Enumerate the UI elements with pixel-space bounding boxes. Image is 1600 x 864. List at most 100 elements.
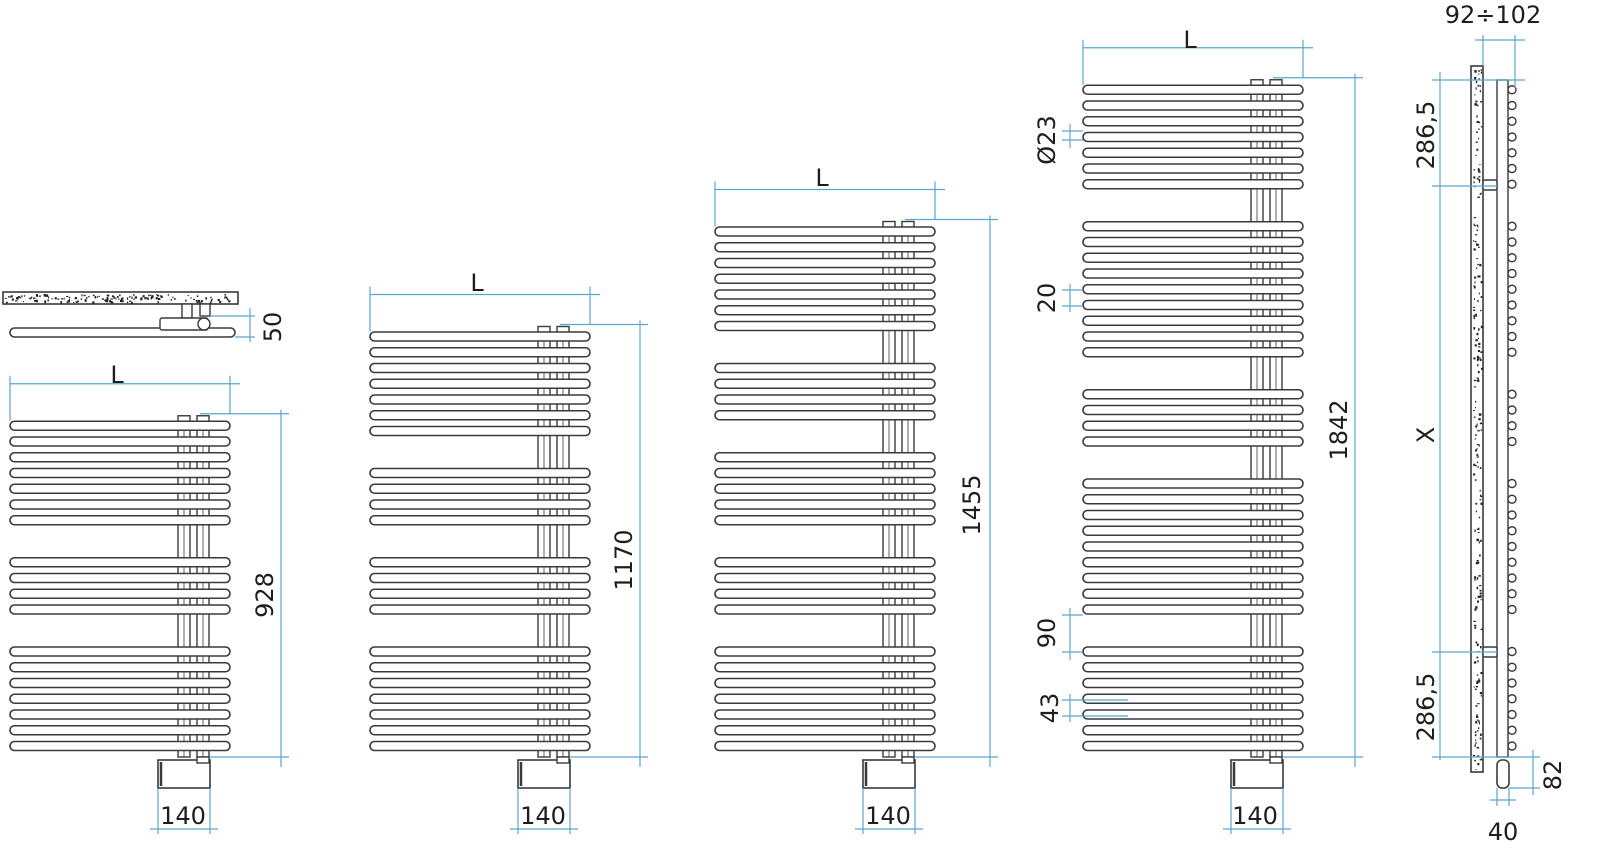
speckle [1480, 429, 1482, 431]
towel-bar [714, 289, 936, 300]
towel-bar [369, 588, 591, 600]
speckle [1477, 196, 1480, 199]
speckle [60, 301, 62, 304]
speckle [21, 295, 23, 298]
speckle [45, 294, 49, 297]
speckle [1473, 463, 1476, 466]
towel-bar [714, 273, 936, 285]
speckle [1475, 606, 1478, 609]
towel-bar [9, 709, 231, 720]
speckle [1475, 154, 1477, 157]
speckle [1474, 731, 1477, 733]
towel-bar [369, 740, 591, 752]
speckle [33, 300, 37, 302]
heater-side [1496, 759, 1510, 789]
bar-sections [1507, 85, 1517, 751]
speckle [48, 296, 50, 299]
speckle [1480, 69, 1483, 71]
bar-section [1507, 478, 1517, 489]
speckle [1478, 73, 1480, 75]
speckle [1474, 759, 1477, 762]
bar-section [1507, 741, 1517, 751]
speckle [1474, 626, 1477, 629]
speckle [151, 295, 154, 298]
heating-element [157, 759, 211, 789]
speckle [1478, 722, 1480, 725]
towel-bar [1082, 220, 1304, 232]
speckle [1478, 541, 1480, 544]
towel-bar [1082, 572, 1304, 584]
speckle [1479, 759, 1482, 761]
towel-bar [369, 499, 591, 510]
speckle [39, 295, 41, 298]
speckle [23, 295, 26, 297]
towel-bar [1082, 541, 1304, 552]
speckle [141, 297, 143, 300]
dimensions [9, 375, 289, 834]
speckle [1478, 680, 1481, 683]
speckle [1480, 598, 1482, 601]
bar-section [1507, 85, 1517, 95]
speckle [1478, 328, 1480, 331]
towel-bar [1082, 493, 1304, 505]
speckle [1476, 538, 1479, 542]
speckle [1480, 495, 1483, 498]
speckle [81, 294, 83, 297]
speckle [1478, 727, 1480, 730]
speckle [1473, 298, 1476, 301]
towel-bar [714, 646, 936, 657]
speckle [1476, 177, 1479, 180]
towel-bar [714, 320, 936, 332]
speckle [205, 297, 207, 300]
speckle [1474, 94, 1476, 96]
speckle [16, 296, 19, 300]
speckle [167, 294, 169, 296]
bar-section [1507, 604, 1517, 615]
speckle [75, 301, 78, 303]
towel-bar [714, 709, 936, 720]
speckle [34, 299, 37, 301]
speckle [113, 297, 115, 299]
speckle [1479, 467, 1482, 470]
speckle [1480, 367, 1484, 370]
speckle [1473, 306, 1476, 308]
speckle [106, 297, 109, 300]
radiator-labels: L 928 140 L 1170 140 L 1455 140 L 1842 1… [110, 26, 1353, 830]
speckle [1476, 715, 1479, 719]
speckle [1473, 327, 1476, 330]
height-label: 1170 [610, 529, 638, 590]
speckle [1476, 224, 1478, 226]
speckle [1473, 286, 1476, 289]
bar-section [1507, 557, 1517, 567]
speckle [44, 301, 47, 304]
tube-diameter-label: Ø23 [1033, 115, 1061, 164]
towel-bar [1082, 436, 1304, 447]
speckle [1479, 263, 1482, 267]
speckle [1478, 170, 1481, 173]
speckle [1474, 407, 1477, 409]
towel-bar [1082, 404, 1304, 416]
speckle [1479, 89, 1481, 93]
speckle [63, 297, 65, 300]
speckle [1479, 85, 1482, 87]
speckle [1476, 674, 1479, 676]
towel-bar [9, 646, 231, 657]
speckle [1473, 309, 1476, 312]
speckle [1476, 115, 1478, 118]
bar-section [1507, 179, 1517, 189]
speckle [210, 296, 212, 299]
speckle [1476, 131, 1478, 133]
towel-bar [1082, 331, 1304, 342]
speckle [1478, 180, 1481, 183]
speckle [1473, 409, 1475, 412]
bar-section [1507, 421, 1517, 431]
speckle [1476, 656, 1479, 659]
towel-bar [369, 346, 591, 358]
bar-gap-label: 20 [1033, 283, 1061, 314]
speckle [1475, 339, 1478, 342]
speckle [1474, 344, 1477, 347]
speckle [1480, 309, 1482, 312]
radiator-views [9, 39, 1363, 834]
speckle [1477, 358, 1480, 361]
towel-bar [1082, 709, 1304, 720]
